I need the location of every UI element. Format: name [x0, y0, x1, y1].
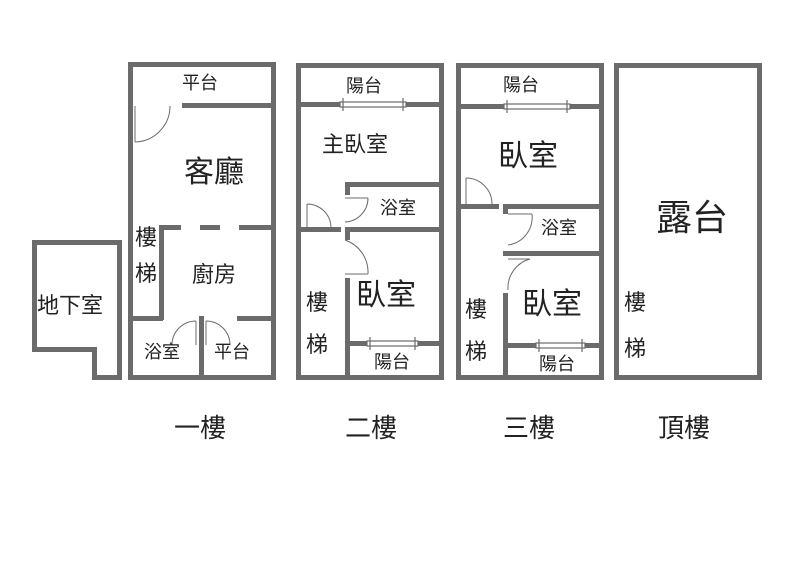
floor2-stairs-label: 樓梯	[306, 291, 328, 358]
floor2-plan: 陽台 主臥室 浴室 樓梯 臥室 陽台 二樓	[296, 63, 444, 444]
roof-title: 頂樓	[658, 414, 710, 444]
floor1-stairs-text: 樓梯	[135, 226, 157, 287]
floor2-bath-label: 浴室	[380, 198, 416, 219]
roof-plan: 露台 樓梯 頂樓	[614, 63, 762, 444]
floor3-bedroom-bottom-label: 臥室	[522, 287, 582, 322]
floor2-master-bedroom-label: 主臥室	[322, 133, 388, 158]
floor3-stairs-label: 樓梯	[465, 298, 487, 365]
floor3-bedroom-top-label: 臥室	[498, 139, 558, 174]
floor1-living-room-label: 客廳	[184, 155, 244, 190]
floor1-kitchen-label: 廚房	[192, 263, 236, 288]
floor2-bedroom-label: 臥室	[356, 278, 416, 313]
floor2-title: 二樓	[345, 414, 397, 444]
roof-terrace-label: 露台	[656, 198, 728, 239]
floor1-bath-label: 浴室	[144, 342, 180, 363]
floor3-bath-label: 浴室	[541, 218, 577, 239]
floor3-balcony-top-label: 陽台	[503, 75, 539, 96]
floor1-terrace-bottom-label: 平台	[214, 342, 250, 363]
basement-plan: 地下室	[32, 240, 122, 380]
floor3-balcony-bottom-label: 陽台	[539, 354, 575, 375]
floor2-balcony-bottom-label: 陽台	[374, 352, 410, 373]
basement-label: 地下室	[37, 294, 103, 319]
floor2-balcony-top-label: 陽台	[346, 76, 382, 97]
floor1-terrace-top-label: 平台	[182, 73, 218, 94]
floor3-plan: 陽台 臥室 浴室 樓梯 臥室 陽台 三樓	[456, 63, 604, 444]
floor3-title: 三樓	[503, 414, 555, 444]
floor1-title: 一樓	[174, 414, 226, 444]
roof-stairs-label: 樓梯	[624, 291, 646, 362]
floor1-plan: 平台 客廳 樓梯 廚房 浴室 平台 一樓	[128, 62, 276, 444]
